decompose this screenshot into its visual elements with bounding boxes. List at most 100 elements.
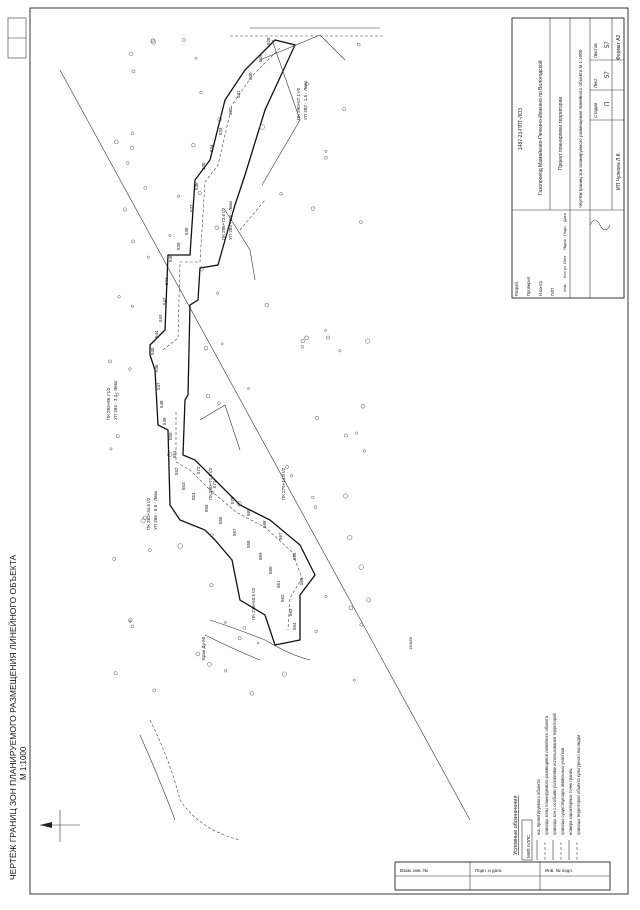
tree-icon [217,117,222,122]
tree-icon [326,335,330,340]
route-point-label: 560 [268,566,273,574]
tree-icon [352,678,356,682]
legend-title: Условные обозначения [513,796,519,855]
route-point-label: 563 [288,608,293,616]
tree-icon [356,42,361,47]
route-point-label: 529 [258,54,263,62]
tree-icon [324,329,328,332]
tree-icon [220,342,224,346]
tree-icon [324,149,328,153]
tree-icon [264,302,269,308]
route-point-label: 556 [218,516,223,524]
route-annotation: УП 284 - 3.7 - Лево [113,380,118,420]
route-point-label: 542 [162,297,167,305]
tree-icon [209,533,214,538]
route-point-label: 541 [164,277,169,285]
title-column-label: №док [562,239,567,250]
tree-icon [131,69,136,74]
route-point-label: 568 [262,520,267,528]
title-sheets-total: 57 [605,41,611,48]
route-annotation: ПК 278+53.5 t/2 [251,587,256,620]
route-point-label: 533 [218,127,223,135]
title-column-label: Подп. [562,225,567,236]
tree-icon [148,548,152,552]
route-point-label: 564 [292,622,297,630]
route-point-label: 536 [194,182,199,190]
tree-icon [358,564,364,570]
tree-icon [129,51,134,56]
tree-icon [314,629,318,634]
title-role: Разраб. [514,281,519,296]
route-annotation: УП 282 - 1.5 - Лево [303,80,308,120]
tree-icon [117,295,121,299]
route-point-label: 570 [230,496,235,504]
parcel-boundaries [199,34,346,661]
route-point-label: 535 [201,162,206,170]
tree-icon [347,535,353,541]
tree-icon [146,255,150,259]
route-point-label: 546 [154,364,159,372]
tree-icon [210,491,214,495]
route-point-label: 538 [184,227,189,235]
tree-icon [360,404,366,409]
tree-icon [131,239,135,244]
tree-icon [206,394,211,399]
bottom-stamp-label: Инв. № подл. [545,868,573,873]
title-role: Н.контр. [538,280,543,296]
route-point-label: 528 [266,37,271,45]
tree-icon [128,618,133,623]
route-annotation: ПК 280+71.6 t/2 [208,467,213,500]
title-column-label: Кол.уч [562,266,567,278]
title-sheet-label: Лист [593,78,598,88]
tree-icon [359,220,363,224]
tree-icon [314,416,320,421]
stream-bank [139,734,176,821]
route-point-label: 561 [276,580,281,588]
route-annotation: ПК 290+67.1 t/2 [296,87,301,120]
bottom-stamp-label: Подп. и дата [475,868,502,873]
tree-icon [112,557,117,561]
legend-item: границы территории объекта культурного н… [576,735,581,835]
tree-icon [324,155,328,160]
bottom-stamp-labels: Взам. инв. № Подп. и дата Инв. № подл. [400,868,573,873]
tree-icon [207,661,212,667]
route-point-label: 565 [299,577,304,585]
tree-icon [177,194,181,198]
route-point-label: 534 [209,144,214,152]
route-point-label: 539 [176,242,181,250]
tree-icon [343,493,349,499]
tree-icon [150,38,155,43]
tree-icon [344,433,348,438]
tree-icon [236,501,242,507]
route-point-label: 544 [154,330,159,338]
tree-icon [177,543,183,549]
tree-icon [115,392,120,396]
route-point-label: 567 [278,532,283,540]
route-annotation: УП 286 - 6.8 - Лево [153,490,158,530]
legend-item: границы зон с особыми условиями использо… [552,712,557,835]
bottom-stamp-label: Взам. инв. № [400,868,428,873]
tree-icon [152,688,157,693]
route-annotation: ПК 286+73.6 t/2 [221,207,226,240]
tree-icon [338,349,342,353]
tree-icon [142,515,147,520]
route-point-label: 572 [196,466,201,474]
tree-icon [342,107,346,112]
left-title: ЧЕРТЁЖ ГРАНИЦ ЗОН ПЛАНИРУЕМОГО РАЗМЕЩЕНИ… [7,554,18,880]
legend: Условные обозначения МКФ АЛЛС ось проект… [513,712,581,861]
route-point-label: 551 [172,450,177,458]
marker-label: 150x50 [408,636,413,650]
tree-icon [359,622,364,627]
legend-box [521,819,533,861]
route-point-label: 550 [168,432,173,440]
title-sheets-label: Листов [593,43,598,58]
vegetation-symbols [108,38,371,696]
tree-icon [313,505,318,509]
route-annotation: ПК 282+34.6 t/2 [146,497,151,530]
format-label: Формат А2 [616,35,622,60]
tree-icon [348,605,354,611]
